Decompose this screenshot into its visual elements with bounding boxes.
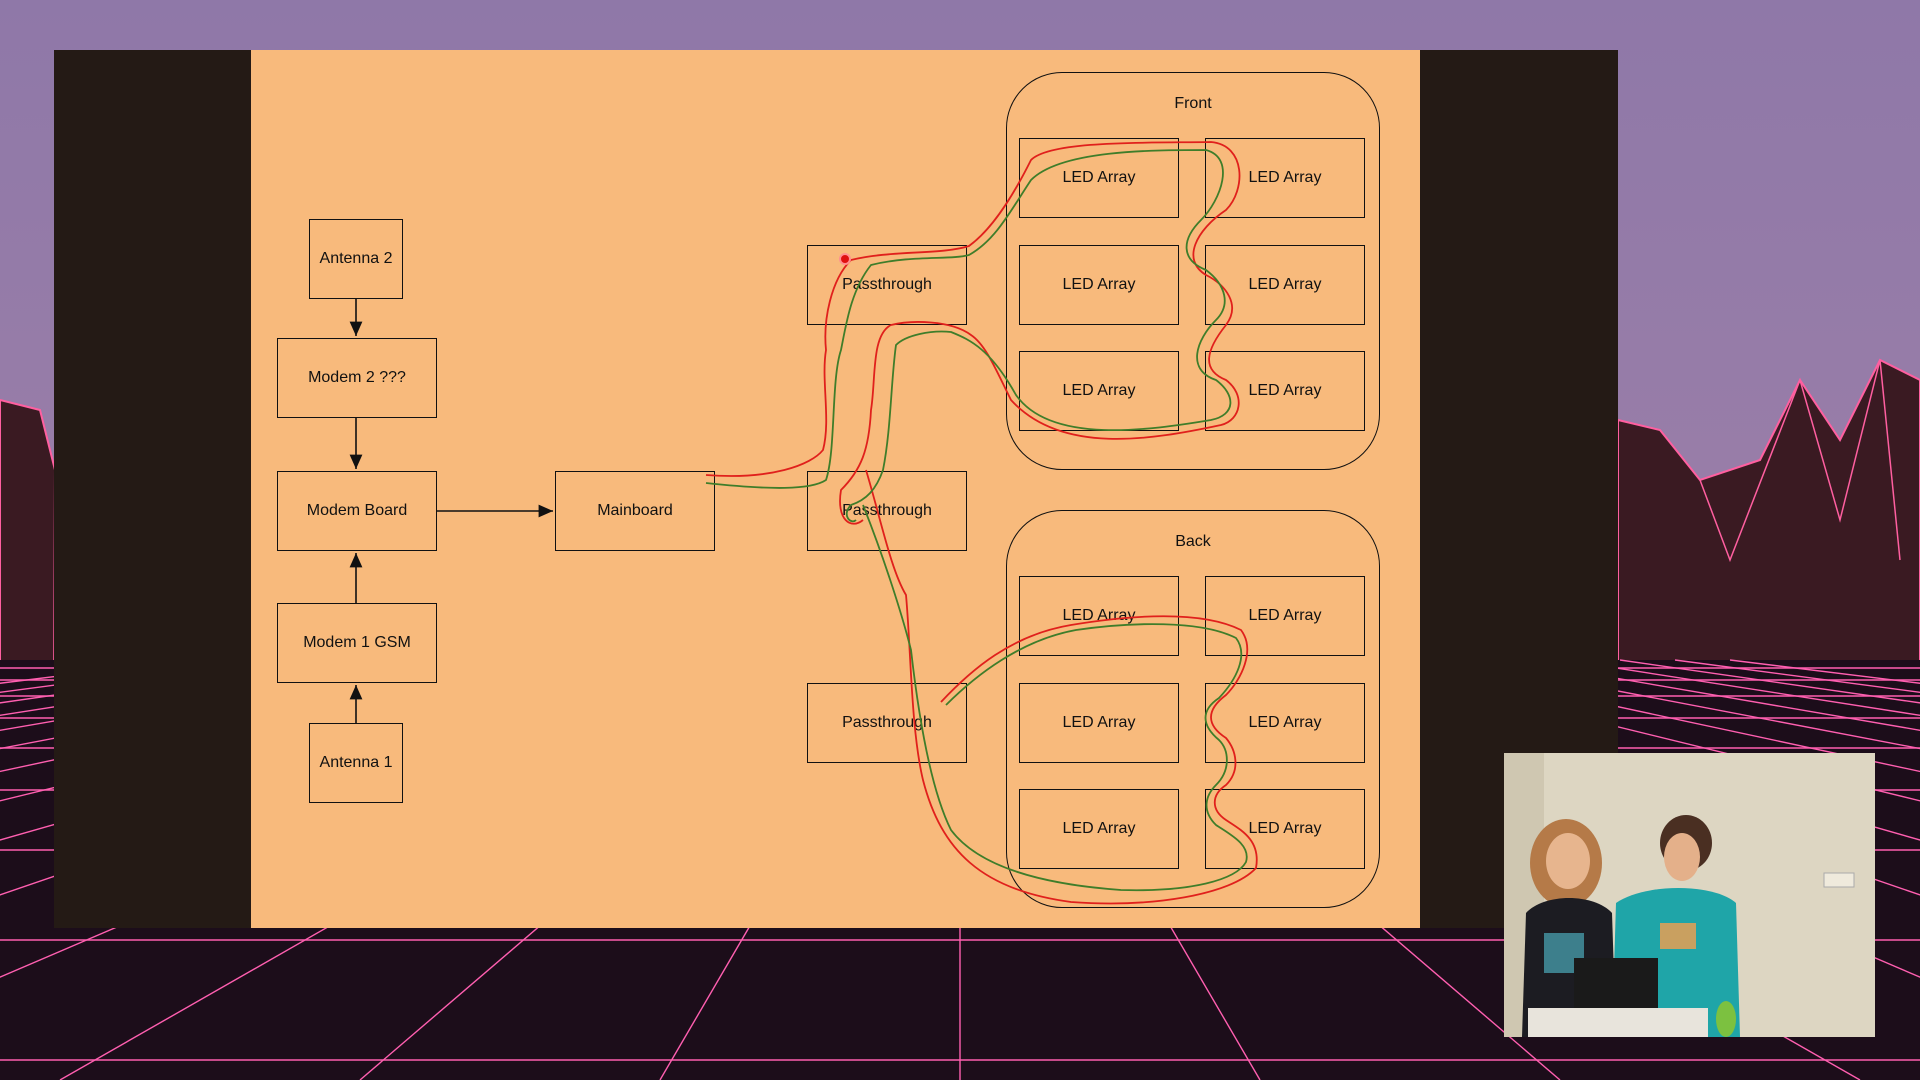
back-group: Back bbox=[1006, 510, 1380, 908]
front-led-array: LED Array bbox=[1019, 245, 1179, 325]
front-group-label: Front bbox=[1174, 95, 1212, 112]
red-annotation-line bbox=[705, 141, 1258, 905]
back-group-label: Back bbox=[1175, 533, 1211, 550]
front-group: Front bbox=[1006, 72, 1380, 470]
passthrough-node-2: Passthrough bbox=[807, 471, 967, 551]
green-annotation-line bbox=[705, 149, 1248, 892]
modem-2-node: Modem 2 ??? bbox=[277, 338, 437, 418]
grid-line bbox=[0, 659, 411, 731]
grid-line bbox=[1454, 659, 1920, 750]
mountain-left bbox=[0, 398, 57, 701]
diagram-overlay bbox=[349, 141, 1258, 905]
passthrough-node-1: Passthrough bbox=[807, 245, 967, 325]
front-led-array: LED Array bbox=[1205, 138, 1365, 218]
grid-line bbox=[1399, 659, 1920, 773]
back-led-array: LED Array bbox=[1205, 576, 1365, 656]
diagram-slide: Antenna 2 Modem 2 ??? Modem Board Modem … bbox=[251, 50, 1420, 928]
antenna-2-node: Antenna 2 bbox=[309, 219, 403, 299]
webcam-video bbox=[1504, 753, 1875, 1037]
grid-line bbox=[1344, 659, 1920, 802]
modem-board-node: Modem Board bbox=[277, 471, 437, 551]
front-led-array: LED Array bbox=[1019, 138, 1179, 218]
passthrough-node-3: Passthrough bbox=[807, 683, 967, 763]
back-led-array: LED Array bbox=[1019, 789, 1179, 869]
modem-1-node: Modem 1 GSM bbox=[277, 603, 437, 683]
mainboard-node: Mainboard bbox=[555, 471, 715, 551]
grid-line bbox=[1509, 659, 1920, 731]
back-led-array: LED Array bbox=[1019, 683, 1179, 763]
laser-pointer-dot bbox=[839, 253, 851, 265]
presenters-image bbox=[1504, 753, 1875, 1037]
antenna-1-node: Antenna 1 bbox=[309, 723, 403, 803]
front-led-array: LED Array bbox=[1205, 351, 1365, 431]
front-led-array: LED Array bbox=[1205, 245, 1365, 325]
back-led-array: LED Array bbox=[1205, 789, 1365, 869]
